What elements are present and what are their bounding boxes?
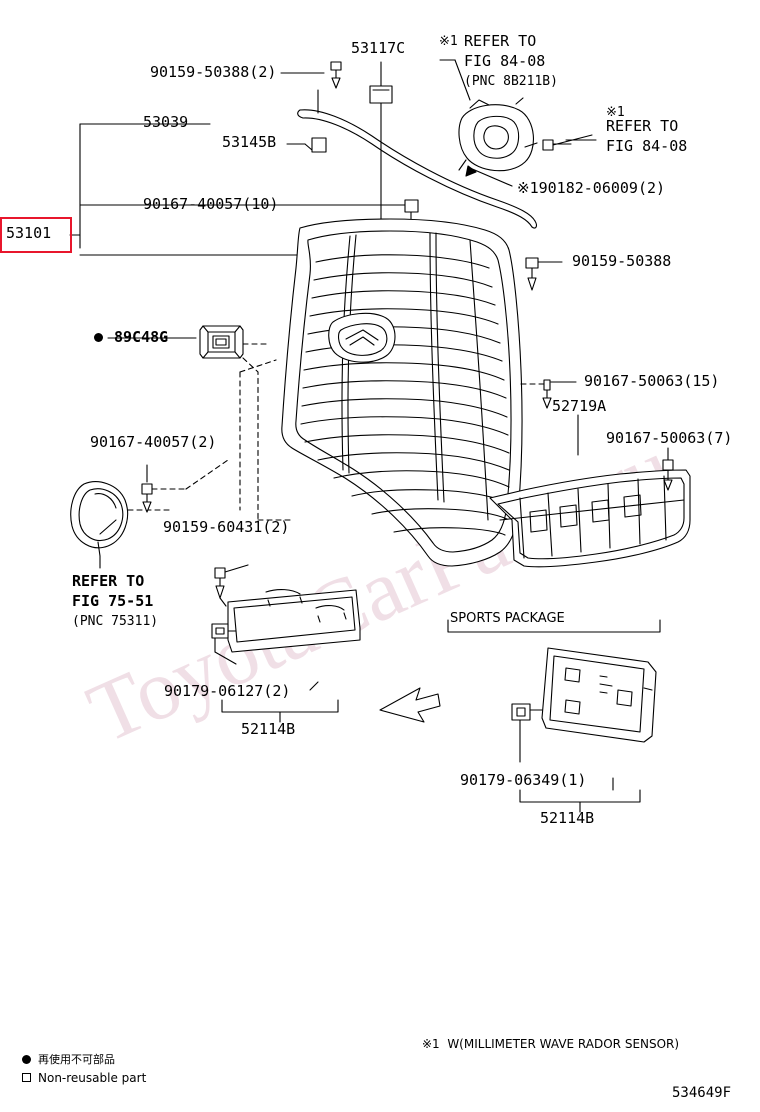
highlight-box-53101 xyxy=(0,217,72,253)
label-90179-06127-2: 90179-06127(2) xyxy=(164,682,291,700)
label-refer-84-08-right-line2: FIG 84-08 xyxy=(606,137,688,155)
label-sports-package: SPORTS PACKAGE xyxy=(450,611,565,626)
label-52719a: 52719A xyxy=(552,397,607,415)
label-refer-75-51-line1: REFER TO xyxy=(72,572,145,590)
label-90167-40057-2: 90167-40057(2) xyxy=(90,433,217,451)
label-refer-75-51-line3: (PNC 75311) xyxy=(72,614,159,629)
label-refer-84-08-top-line1: REFER TO xyxy=(464,32,537,50)
label-90159-50388-2: 90159-50388(2) xyxy=(150,63,277,81)
label-90179-06349-1: 90179-06349(1) xyxy=(460,771,587,789)
legend-bullet xyxy=(22,1055,31,1064)
label-refer-84-08-top-line2: FIG 84-08 xyxy=(464,52,546,70)
label-53101: 53101 xyxy=(6,224,52,242)
label-53145b: 53145B xyxy=(222,133,277,151)
label-90159-60431-2: 90159-60431(2) xyxy=(163,518,290,536)
label-90167-50063-15: 90167-50063(15) xyxy=(584,372,720,390)
label-refer-75-51-line2: FIG 75-51 xyxy=(72,592,154,610)
legend-note-radar: ※1 W(MILLIMETER WAVE RADOR SENSOR) xyxy=(422,1037,680,1051)
label-90167-50063-7: 90167-50063(7) xyxy=(606,429,733,447)
label-89c48g: 89C48G xyxy=(114,328,169,346)
legend-label-cjk: 再使用不可部品 xyxy=(38,1053,115,1066)
label-53039: 53039 xyxy=(143,113,189,131)
label-90167-40057-10: 90167-40057(10) xyxy=(143,195,279,213)
label-refer-84-08-top-line3: (PNC 8B211B) xyxy=(464,74,558,89)
legend-square-icon xyxy=(22,1073,31,1082)
legend-label-en: Non-reusable part xyxy=(38,1071,147,1085)
label-53117c: 53117C xyxy=(351,39,406,57)
figure-code: 534649F xyxy=(672,1085,732,1101)
label-refer-84-08-mark-top: ※1 xyxy=(439,34,458,49)
label-52114b-left: 52114B xyxy=(241,720,296,738)
label-52114b-right: 52114B xyxy=(540,809,595,827)
label-refer-84-08-mark-right: ※1 xyxy=(606,105,625,120)
label-90159-50388: 90159-50388 xyxy=(572,252,672,270)
label-refer-84-08-right-line1: REFER TO xyxy=(606,117,679,135)
label-90182-06009-2: ※190182-06009(2) xyxy=(517,179,666,197)
non-reusable-bullet-89c48g xyxy=(94,333,103,342)
